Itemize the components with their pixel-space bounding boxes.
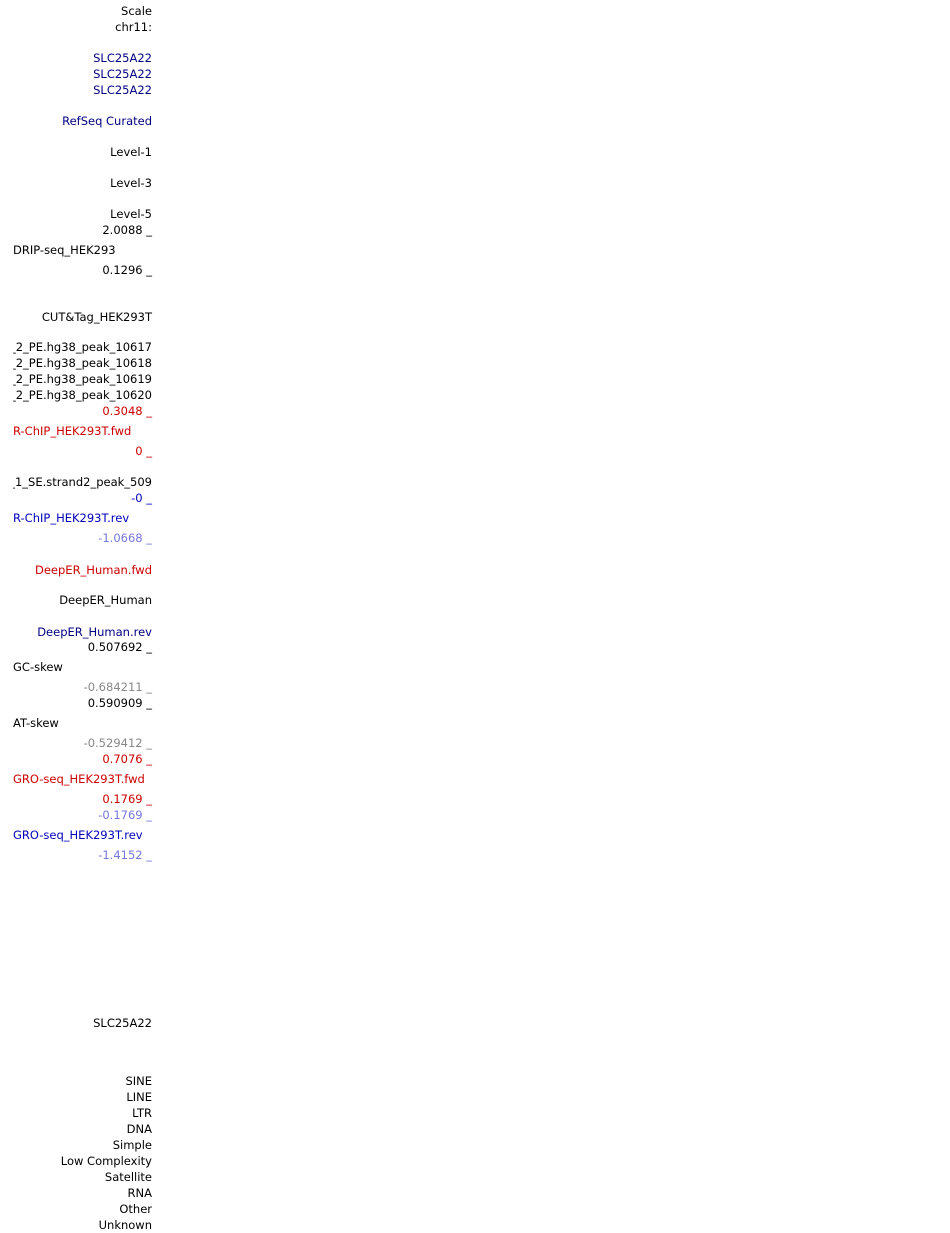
level-5-label[interactable]: Level-5 xyxy=(110,207,152,221)
rchip-rev-max-value: -0 _ xyxy=(131,491,152,505)
rchip-rev-track-label[interactable]: R-ChIP_HEK293T.rev xyxy=(13,511,130,525)
at-skew-min-value: -0.529412 _ xyxy=(83,736,152,750)
peak-label-10617[interactable]: _2_PE.hg38_peak_10617 xyxy=(13,340,152,354)
se-peak-label[interactable]: _1_SE.strand2_peak_509 xyxy=(13,475,152,489)
drip-seq-track-label[interactable]: DRIP-seq_HEK293 xyxy=(13,243,116,257)
gro-fwd-max-value: 0.7076 _ xyxy=(102,752,152,766)
rchip-fwd-min-value: 0 _ xyxy=(135,444,152,458)
gro-rev-max-value: -0.1769 _ xyxy=(98,808,152,822)
gene-label-bottom[interactable]: SLC25A22 xyxy=(93,1016,152,1030)
deeper-track-label[interactable]: DeepER_Human xyxy=(59,593,152,607)
refseq-curated-label[interactable]: RefSeq Curated xyxy=(62,114,152,128)
gc-skew-track-label[interactable]: GC-skew xyxy=(13,660,63,674)
repeat-class-line: LINE xyxy=(126,1090,152,1104)
peak-label-10620[interactable]: _2_PE.hg38_peak_10620 xyxy=(13,388,152,402)
track-label-panel: Scale chr11: SLC25A22 SLC25A22 SLC25A22 … xyxy=(0,0,160,1233)
drip-max-value: 2.0088 _ xyxy=(102,223,152,237)
level-1-label[interactable]: Level-1 xyxy=(110,145,152,159)
peak-label-10618[interactable]: _2_PE.hg38_peak_10618 xyxy=(13,356,152,370)
drip-min-value: 0.1296 _ xyxy=(102,263,152,277)
rchip-fwd-max-value: 0.3048 _ xyxy=(102,404,152,418)
gro-rev-track-label[interactable]: GRO-seq_HEK293T.rev xyxy=(13,828,143,842)
track-display-area[interactable] xyxy=(160,0,950,1233)
repeat-class-rna: RNA xyxy=(127,1186,152,1200)
gene-label-3[interactable]: SLC25A22 xyxy=(93,83,152,97)
deeper-rev-track-label[interactable]: DeepER_Human.rev xyxy=(37,625,152,639)
gro-fwd-min-value: 0.1769 _ xyxy=(102,792,152,806)
gro-fwd-track-label[interactable]: GRO-seq_HEK293T.fwd xyxy=(13,772,145,786)
deeper-fwd-track-label[interactable]: DeepER_Human.fwd xyxy=(35,563,152,577)
repeat-class-unknown: Unknown xyxy=(98,1218,152,1232)
at-skew-track-label[interactable]: AT-skew xyxy=(13,716,59,730)
gro-rev-min-value: -1.4152 _ xyxy=(98,848,152,862)
repeat-class-satellite: Satellite xyxy=(104,1170,152,1184)
rchip-fwd-track-label[interactable]: R-ChIP_HEK293T.fwd xyxy=(13,424,132,438)
repeat-class-simple: Simple xyxy=(112,1138,152,1152)
repeat-class-ltr: LTR xyxy=(132,1106,152,1120)
gc-skew-min-value: -0.684211 _ xyxy=(83,680,152,694)
scale-label: Scale xyxy=(121,4,152,18)
repeat-class-sine: SINE xyxy=(125,1074,152,1088)
rchip-rev-min-value: -1.0668 _ xyxy=(98,531,152,545)
gc-skew-max-value: 0.507692 _ xyxy=(87,640,152,654)
level-3-label[interactable]: Level-3 xyxy=(110,176,152,190)
repeat-class-other: Other xyxy=(119,1202,152,1216)
repeat-class-low-complexity: Low Complexity xyxy=(60,1154,152,1168)
gene-label-2[interactable]: SLC25A22 xyxy=(93,67,152,81)
cuttag-track-label[interactable]: CUT&Tag_HEK293T xyxy=(41,310,152,324)
at-skew-max-value: 0.590909 _ xyxy=(87,696,152,710)
chromosome-label: chr11: xyxy=(115,20,152,34)
repeat-class-dna: DNA xyxy=(126,1122,152,1136)
peak-label-10619[interactable]: _2_PE.hg38_peak_10619 xyxy=(13,372,152,386)
gene-label-1[interactable]: SLC25A22 xyxy=(93,51,152,65)
